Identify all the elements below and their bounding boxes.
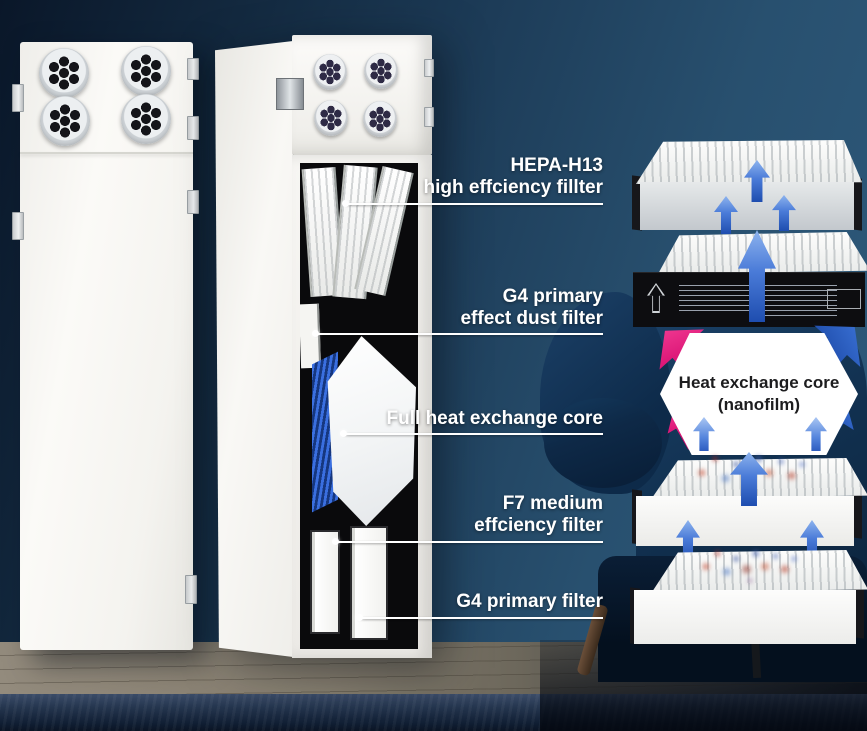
door-hinge — [276, 78, 304, 110]
hexagon-label: Heat exchange core (nanofilm) — [660, 333, 858, 455]
air-vent — [40, 96, 90, 146]
air-vent — [121, 94, 171, 144]
armchair-armrest-front — [544, 398, 662, 488]
f7-filter-panel — [310, 530, 340, 634]
callout-text: Full heat exchange core — [386, 408, 603, 429]
leader-line — [343, 433, 603, 435]
panel-spec-label — [633, 272, 865, 327]
callout-text: F7 medium — [502, 493, 603, 514]
air-vent — [313, 54, 347, 90]
leader-line — [315, 333, 603, 335]
stack-panel-hepa — [630, 136, 866, 236]
stack-panel-g4 — [626, 538, 867, 646]
air-vent — [363, 101, 397, 137]
callout-g4-dust-filter: G4 primary effect dust filter — [460, 286, 603, 330]
unit-vent-box — [292, 35, 434, 155]
side-latch — [424, 107, 434, 127]
callout-text: G4 primary — [502, 286, 603, 307]
callout-text: high effciency fillter — [423, 177, 603, 198]
side-latch — [187, 190, 199, 214]
unit-body — [292, 155, 432, 658]
callout-text: G4 primary filter — [456, 591, 603, 612]
air-vent — [121, 46, 171, 96]
hexagon-label-line-1: Heat exchange core — [678, 372, 840, 392]
unit-open-cavity — [300, 163, 418, 649]
hexagon-label-line-2: (nanofilm) — [717, 395, 801, 414]
up-arrow-outline-icon — [647, 283, 665, 313]
panel-front — [634, 590, 856, 644]
leader-line — [335, 541, 603, 543]
callout-heat-core: Full heat exchange core — [387, 408, 603, 430]
callout-text: HEPA-H13 — [510, 155, 603, 176]
dust-particles — [692, 538, 808, 590]
leader-dot — [340, 430, 347, 437]
ventilator-unit-open-view — [215, 33, 434, 660]
leader-line — [359, 617, 603, 619]
side-latch — [12, 84, 24, 112]
leader-dot — [342, 200, 349, 207]
air-vent — [364, 53, 398, 89]
callout-g4-filter: G4 primary filter — [456, 591, 603, 613]
stack-panel-f7 — [628, 442, 867, 548]
side-latch — [12, 212, 24, 240]
heat-exchange-hexagon: Heat exchange core (nanofilm) — [655, 315, 863, 461]
unit-side-door — [215, 41, 293, 657]
side-latch — [185, 575, 197, 604]
spec-text-block — [761, 285, 837, 317]
leader-dot — [356, 614, 363, 621]
side-latch — [187, 116, 199, 140]
side-latch — [187, 58, 199, 80]
leader-dot — [332, 538, 339, 545]
leader-dot — [312, 330, 319, 337]
stack-panel-g4-dust — [630, 226, 867, 327]
g4-filter-panel — [350, 526, 388, 640]
panel-seam — [20, 152, 193, 154]
callout-hepa-filter: HEPA-H13 high effciency fillter — [424, 155, 603, 199]
panel-front — [640, 182, 854, 230]
spec-text-block — [679, 285, 751, 313]
air-vent — [314, 100, 348, 136]
air-vent — [39, 48, 89, 98]
leader-line — [345, 203, 603, 205]
callout-text: effciency filter — [474, 515, 603, 536]
side-latch — [424, 59, 434, 77]
callout-text: effect dust filter — [460, 308, 603, 329]
spec-outline-box — [827, 289, 861, 309]
callout-f7-filter: F7 medium effciency filter — [474, 493, 603, 537]
ventilator-unit-front-view — [12, 42, 199, 650]
